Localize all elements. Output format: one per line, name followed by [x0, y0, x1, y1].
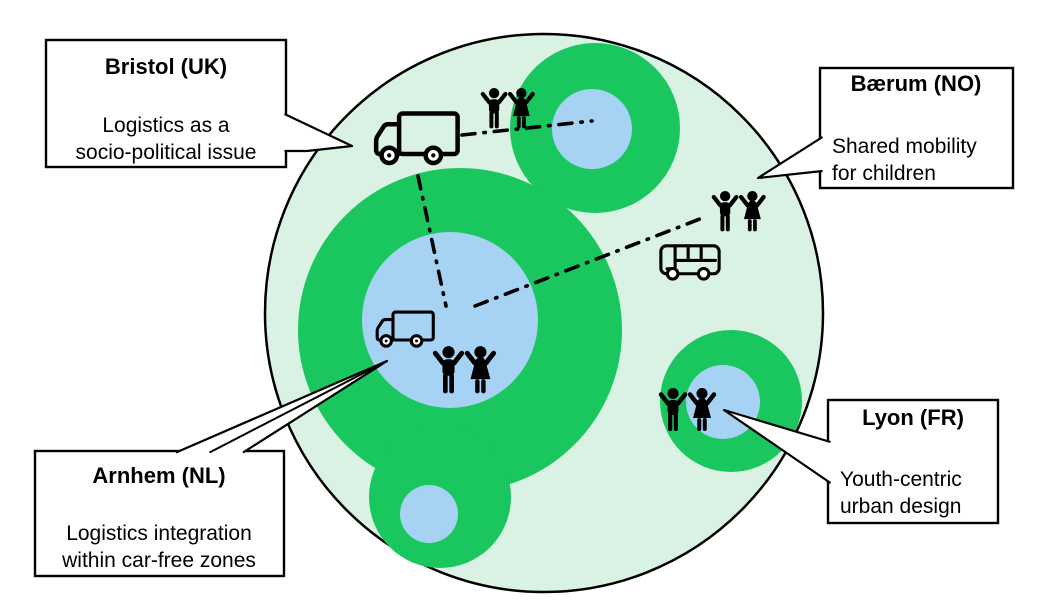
- callout-title-baerum: Bærum (NO): [851, 71, 982, 96]
- callout-body-line: urban design: [840, 495, 961, 518]
- callout-pointer-bristol: [284, 113, 354, 153]
- callout-pointer-arnhem-inner-line: [209, 360, 388, 454]
- callout-body-line: Shared mobility: [832, 135, 977, 158]
- callout-title-bristol: Bristol (UK): [105, 54, 227, 79]
- callout-arnhem: Arnhem (NL) Logistics integration within…: [33, 359, 389, 578]
- callout-lyon: Lyon (FR) Youth-centric urban design: [722, 398, 1000, 525]
- callout-body-line: socio-political issue: [76, 141, 257, 164]
- callout-box-baerum: [818, 66, 1015, 190]
- callout-body-line: Logistics as a: [102, 114, 230, 137]
- connector-line-central-core-to-children: [473, 215, 707, 308]
- blue-core-circle-top: [552, 89, 632, 169]
- callout-body-line: Youth-centric: [840, 468, 962, 491]
- callout-body-line: for children: [832, 162, 936, 185]
- callout-pointer-lyon: [722, 408, 832, 484]
- callout-box-arnhem: [33, 449, 286, 578]
- callout-box-lyon: [826, 398, 1000, 525]
- blue-core-circle-bottom: [400, 485, 458, 543]
- blue-core-circle-central: [362, 232, 538, 408]
- connector-line-truck-to-central-core: [416, 174, 448, 308]
- callout-bristol: Bristol (UK) Logistics as a socio-politi…: [44, 38, 354, 169]
- callout-body-line: Logistics integration: [66, 522, 252, 545]
- callout-baerum: Bærum (NO) Shared mobility for children: [756, 66, 1015, 190]
- callout-title-lyon: Lyon (FR): [862, 405, 964, 430]
- connector-line-truck-to-top-core: [460, 119, 594, 137]
- callout-box-bristol: [44, 38, 288, 169]
- callout-pointer-baerum: [756, 136, 824, 180]
- callout-body-line: within car-free zones: [61, 549, 256, 572]
- callout-title-arnhem: Arnhem (NL): [92, 463, 225, 488]
